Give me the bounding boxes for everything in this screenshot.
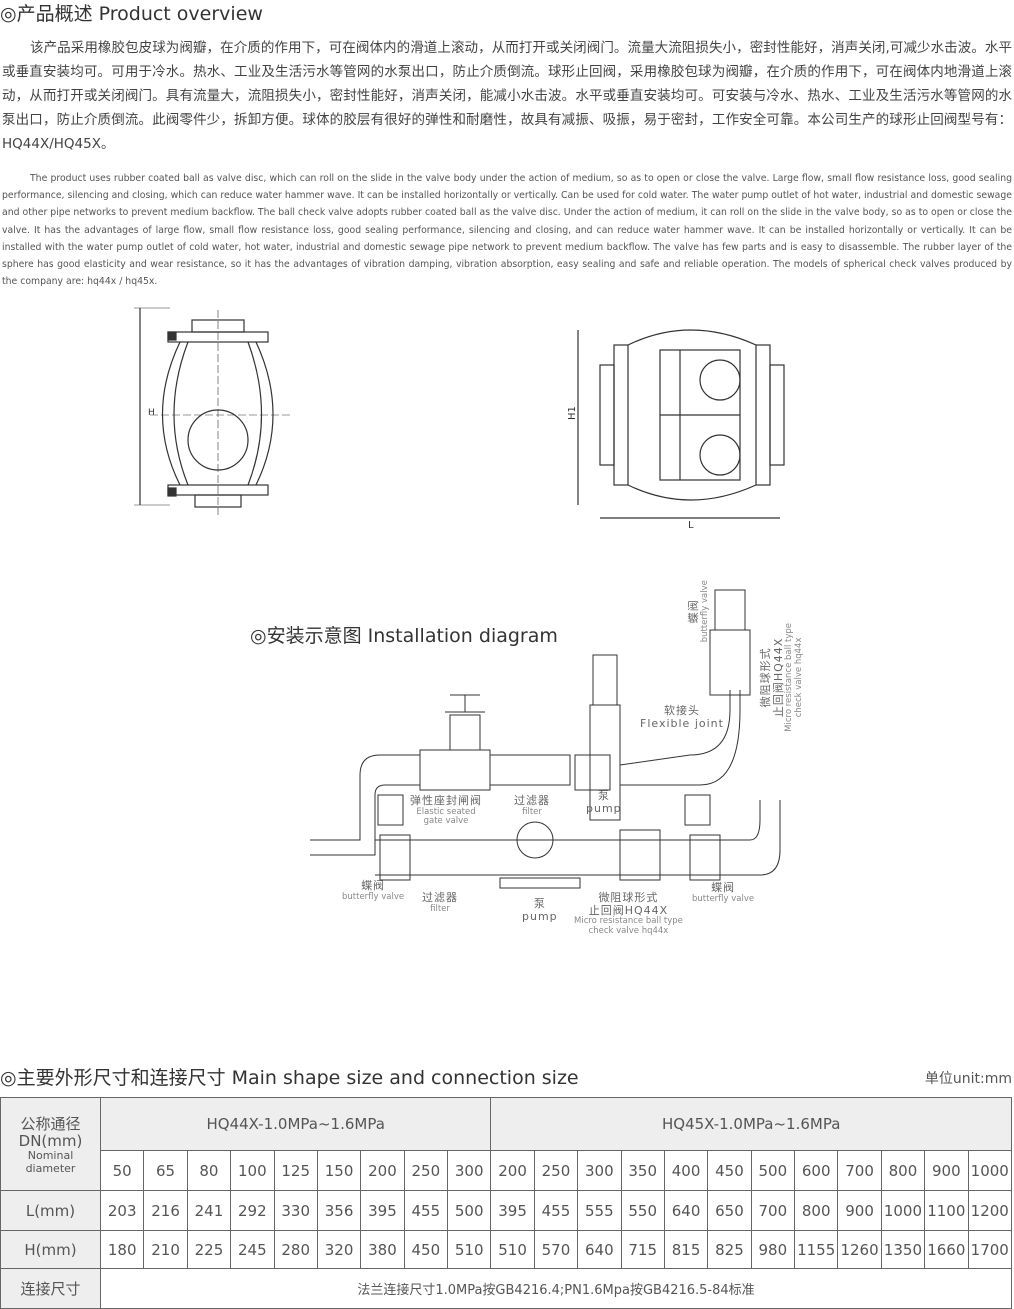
l-cell: 555 xyxy=(577,1190,622,1231)
dn-cell: 125 xyxy=(273,1150,318,1191)
dn-cell: 50 xyxy=(99,1150,145,1191)
group-hq45x: HQ45X-1.0MPa~1.6MPa xyxy=(490,1097,1012,1151)
h-cell: 570 xyxy=(533,1230,579,1269)
l-cell: 292 xyxy=(230,1190,275,1231)
dn-cell: 300 xyxy=(577,1150,622,1191)
l-cell: 650 xyxy=(707,1190,752,1231)
h-cell: 450 xyxy=(403,1230,449,1269)
h-cell: 1350 xyxy=(880,1230,926,1269)
h-cell: 1260 xyxy=(837,1230,882,1269)
dn-cell: 250 xyxy=(403,1150,449,1191)
dn-cell: 900 xyxy=(924,1150,969,1191)
h-cell: 245 xyxy=(230,1230,275,1269)
l-cell: 640 xyxy=(663,1190,709,1231)
h-cell: 1660 xyxy=(924,1230,969,1269)
l-cell: 241 xyxy=(186,1190,232,1231)
dn-cell: 800 xyxy=(880,1150,926,1191)
dn-cell: 450 xyxy=(707,1150,752,1191)
h-cell: 640 xyxy=(577,1230,622,1269)
h-cell: 510 xyxy=(446,1230,492,1269)
size-title: ◎主要外形尺寸和连接尺寸 Main shape size and connect… xyxy=(0,1067,579,1089)
h-cell: 210 xyxy=(143,1230,188,1269)
install-title: ◎安装示意图 Installation diagram xyxy=(250,625,558,647)
l-cell: 1100 xyxy=(924,1190,969,1231)
l-cell: 395 xyxy=(490,1190,535,1231)
h-cell: 715 xyxy=(620,1230,665,1269)
h-cell: 225 xyxy=(186,1230,232,1269)
l-cell: 900 xyxy=(837,1190,882,1231)
svg-text:H1: H1 xyxy=(567,406,578,420)
h-cell: 510 xyxy=(490,1230,535,1269)
l-cell: 203 xyxy=(99,1190,145,1231)
dn-cell: 1000 xyxy=(967,1150,1012,1191)
valve-front-drawing: H xyxy=(134,307,290,515)
unit-label: 单位unit:mm xyxy=(924,1071,1012,1087)
svg-text:L: L xyxy=(688,520,694,531)
h-cell: 815 xyxy=(663,1230,709,1269)
h-cell: 180 xyxy=(99,1230,145,1269)
l-cell: 356 xyxy=(316,1190,362,1231)
dn-cell: 500 xyxy=(750,1150,796,1191)
overview-zh-text: 该产品采用橡胶包皮球为阀瓣，在介质的作用下，可在阀体内的滑道上滚动，从而打开或关… xyxy=(2,40,1012,152)
dn-cell: 350 xyxy=(620,1150,665,1191)
dn-cell: 250 xyxy=(533,1150,579,1191)
l-cell: 800 xyxy=(793,1190,839,1231)
group-hq44x: HQ44X-1.0MPa~1.6MPa xyxy=(99,1097,492,1151)
installation-diagram xyxy=(310,589,781,889)
overview-title: ◎产品概述 Product overview xyxy=(0,3,263,25)
h-cell: 380 xyxy=(360,1230,405,1269)
dn-cell: 150 xyxy=(316,1150,362,1191)
l-cell: 330 xyxy=(273,1190,318,1231)
h-cell: 1155 xyxy=(793,1230,839,1269)
dn-cell: 65 xyxy=(143,1150,188,1191)
dn-cell: 400 xyxy=(663,1150,709,1191)
dn-cell: 100 xyxy=(230,1150,275,1191)
l-cell: 395 xyxy=(360,1190,405,1231)
svg-text:H: H xyxy=(148,408,155,418)
dn-cell: 700 xyxy=(837,1150,882,1191)
dn-cell: 300 xyxy=(446,1150,492,1191)
dn-cell: 80 xyxy=(186,1150,232,1191)
h-cell: 980 xyxy=(750,1230,796,1269)
l-cell: 455 xyxy=(403,1190,449,1231)
h-cell: 280 xyxy=(273,1230,318,1269)
valve-side-drawing: H1 L xyxy=(567,329,785,531)
h-cell: 320 xyxy=(316,1230,362,1269)
l-cell: 500 xyxy=(446,1190,492,1231)
l-cell: 550 xyxy=(620,1190,665,1231)
l-cell: 1200 xyxy=(967,1190,1012,1231)
overview-en-text: The product uses rubber coated ball as v… xyxy=(2,173,1012,288)
conn-value: 法兰连接尺寸1.0MPa按GB4216.4;PN1.6Mpa按GB4216.5-… xyxy=(100,1268,1012,1309)
l-cell: 455 xyxy=(533,1190,579,1231)
dn-cell: 200 xyxy=(360,1150,405,1191)
h-cell: 825 xyxy=(707,1230,752,1269)
h-cell: 1700 xyxy=(967,1230,1012,1269)
l-label: L(mm) xyxy=(0,1190,101,1231)
dn-cell: 600 xyxy=(793,1150,839,1191)
l-cell: 1000 xyxy=(880,1190,926,1231)
l-cell: 700 xyxy=(750,1190,796,1231)
h-label: H(mm) xyxy=(0,1230,101,1269)
l-cell: 216 xyxy=(143,1190,188,1231)
dn-cell: 200 xyxy=(490,1150,535,1191)
conn-label: 连接尺寸 xyxy=(0,1268,101,1309)
